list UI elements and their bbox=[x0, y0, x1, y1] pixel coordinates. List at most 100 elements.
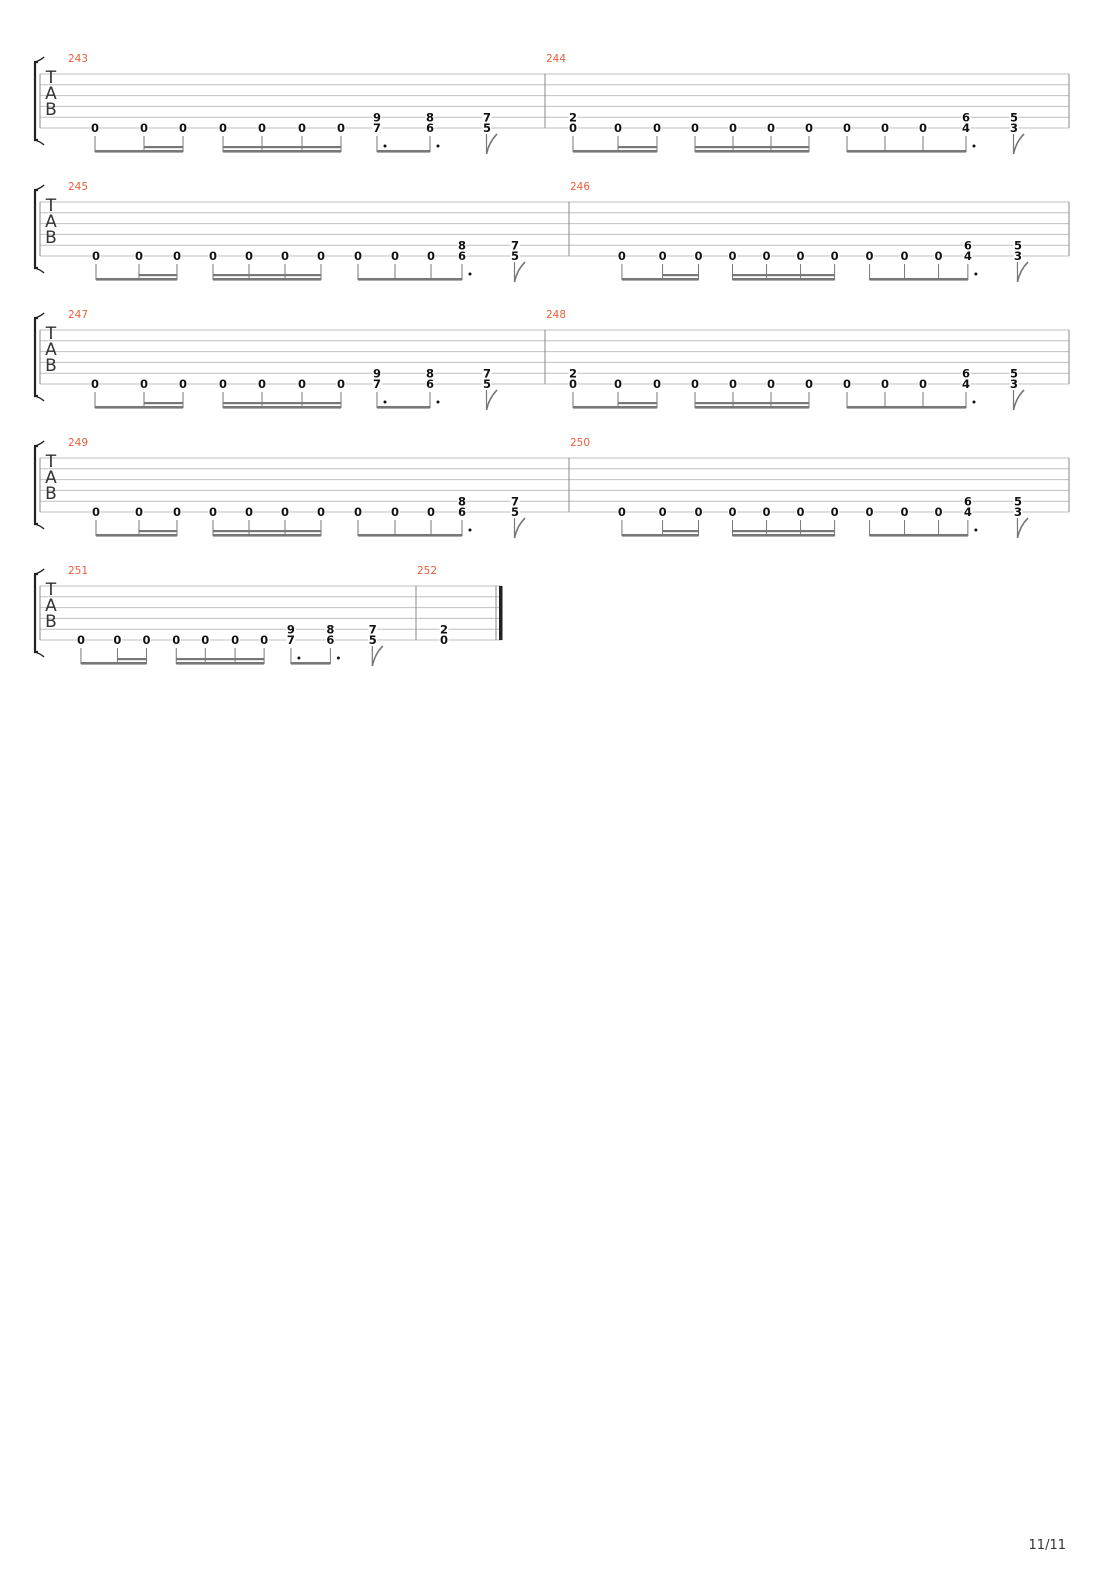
fret-mask bbox=[259, 634, 269, 646]
fret-number: 0 bbox=[91, 377, 99, 391]
fret-mask bbox=[568, 122, 578, 134]
fret-mask bbox=[139, 122, 149, 134]
fret-number: 6 bbox=[962, 366, 970, 380]
fret-number: 0 bbox=[427, 505, 435, 519]
fret-mask bbox=[961, 367, 971, 379]
fret-number: 0 bbox=[614, 121, 622, 135]
fret-number: 8 bbox=[426, 110, 434, 124]
note-beam-secondary bbox=[618, 402, 657, 405]
note-beam-secondary bbox=[117, 658, 147, 661]
fret-mask bbox=[510, 506, 520, 518]
fret-number: 0 bbox=[694, 505, 702, 519]
fret-number: 0 bbox=[763, 249, 771, 263]
fret-number: 0 bbox=[767, 121, 775, 135]
fret-number: 0 bbox=[569, 377, 577, 391]
measure-number: 251 bbox=[68, 565, 88, 577]
measure-number: 249 bbox=[68, 437, 88, 449]
fret-number: 0 bbox=[245, 249, 253, 263]
fret-mask bbox=[693, 250, 703, 262]
note-beam bbox=[869, 534, 968, 537]
fret-mask bbox=[325, 634, 335, 646]
fret-number: 0 bbox=[440, 633, 448, 647]
fret-number: 4 bbox=[964, 505, 972, 519]
fret-mask bbox=[482, 378, 492, 390]
fret-mask bbox=[804, 378, 814, 390]
fret-number: 2 bbox=[440, 622, 448, 636]
fret-mask bbox=[510, 250, 520, 262]
fret-number: 8 bbox=[458, 494, 466, 508]
note-beam bbox=[358, 534, 462, 537]
fret-mask bbox=[652, 378, 662, 390]
note-beam bbox=[573, 150, 657, 153]
fret-mask bbox=[112, 634, 122, 646]
duration-dot bbox=[468, 272, 472, 276]
fret-mask bbox=[918, 378, 928, 390]
fret-number: 5 bbox=[1014, 238, 1022, 252]
fret-number: 0 bbox=[298, 377, 306, 391]
fret-number: 9 bbox=[373, 110, 381, 124]
fret-number: 0 bbox=[659, 505, 667, 519]
page-number: 11/11 bbox=[1028, 1538, 1066, 1553]
note-beam bbox=[223, 406, 341, 409]
fret-mask bbox=[457, 495, 467, 507]
fret-mask bbox=[693, 506, 703, 518]
fret-mask bbox=[804, 122, 814, 134]
fret-number: 0 bbox=[173, 505, 181, 519]
note-flag bbox=[371, 645, 384, 667]
note-beam-secondary bbox=[144, 146, 183, 149]
fret-number: 0 bbox=[691, 377, 699, 391]
fret-mask bbox=[1009, 111, 1019, 123]
fret-number: 0 bbox=[258, 121, 266, 135]
fret-number: 0 bbox=[77, 633, 85, 647]
fret-mask bbox=[244, 250, 254, 262]
fret-mask bbox=[316, 250, 326, 262]
fret-mask bbox=[257, 378, 267, 390]
note-beam-secondary bbox=[662, 274, 699, 277]
fret-mask bbox=[426, 506, 436, 518]
fret-mask bbox=[325, 623, 335, 635]
fret-number: 0 bbox=[935, 505, 943, 519]
fret-number: 6 bbox=[964, 238, 972, 252]
fret-number: 0 bbox=[281, 249, 289, 263]
fret-number: 0 bbox=[354, 505, 362, 519]
fret-mask bbox=[613, 378, 623, 390]
fret-mask bbox=[172, 250, 182, 262]
fret-mask bbox=[257, 122, 267, 134]
fret-number: 0 bbox=[179, 377, 187, 391]
tab-clef-letter: B bbox=[45, 100, 57, 120]
fret-mask bbox=[961, 122, 971, 134]
fret-mask bbox=[690, 122, 700, 134]
fret-mask bbox=[208, 506, 218, 518]
fret-mask bbox=[796, 250, 806, 262]
fret-mask bbox=[286, 634, 296, 646]
fret-mask bbox=[134, 250, 144, 262]
note-beam-secondary bbox=[139, 530, 177, 533]
fret-number: 0 bbox=[659, 249, 667, 263]
fret-number: 5 bbox=[483, 377, 491, 391]
system-bracket bbox=[33, 316, 38, 398]
fret-number: 3 bbox=[1010, 377, 1018, 391]
fret-number: 0 bbox=[209, 505, 217, 519]
fret-mask bbox=[134, 506, 144, 518]
tab-clef-letter: T bbox=[45, 324, 57, 344]
note-beam bbox=[95, 150, 183, 153]
fret-number: 0 bbox=[805, 121, 813, 135]
fret-number: 0 bbox=[92, 505, 100, 519]
fret-mask bbox=[230, 634, 240, 646]
note-beam-secondary bbox=[223, 146, 341, 149]
fret-number: 0 bbox=[91, 121, 99, 135]
fret-mask bbox=[482, 367, 492, 379]
fret-number: 0 bbox=[797, 505, 805, 519]
fret-mask bbox=[1013, 250, 1023, 262]
tab-clef-letter: T bbox=[45, 452, 57, 472]
note-beam bbox=[377, 406, 430, 409]
fret-mask bbox=[286, 623, 296, 635]
note-beam bbox=[223, 150, 341, 153]
fret-mask bbox=[1009, 378, 1019, 390]
fret-number: 6 bbox=[426, 377, 434, 391]
fret-number: 7 bbox=[511, 238, 519, 252]
fret-mask bbox=[842, 378, 852, 390]
